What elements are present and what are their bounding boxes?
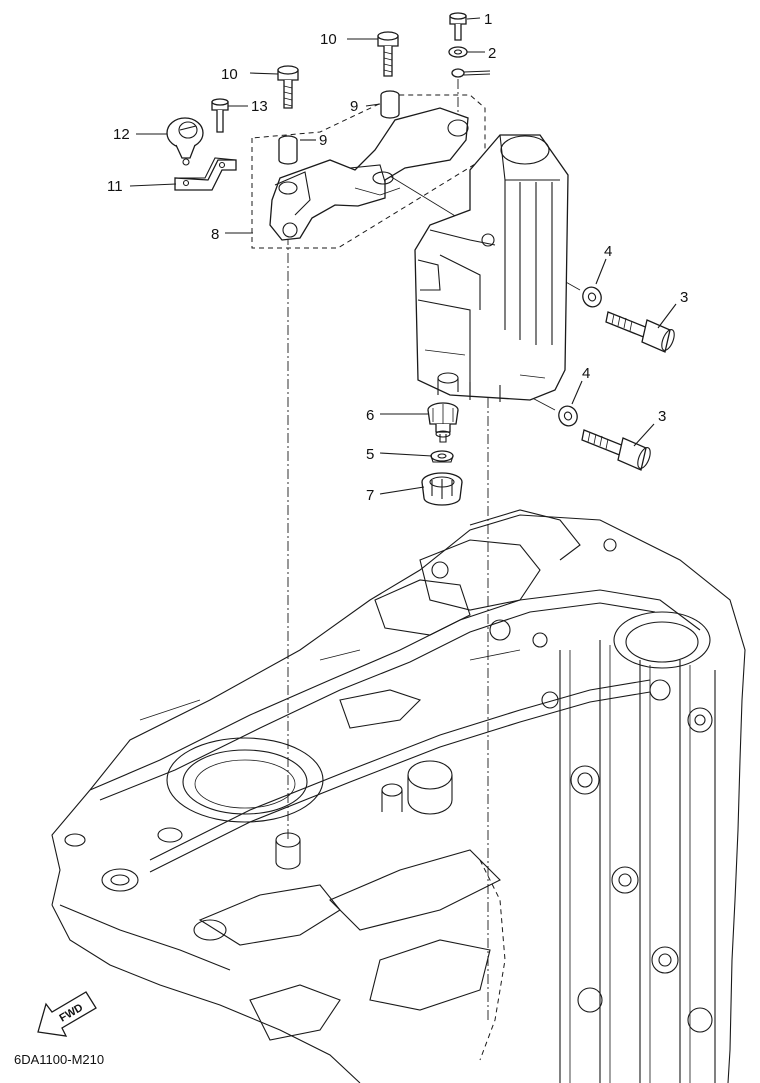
clamp-12 xyxy=(166,117,204,166)
washer-4-lower xyxy=(558,405,578,427)
leader-lines xyxy=(129,17,677,495)
stopper-7 xyxy=(421,472,463,506)
callout-3-upper: 3 xyxy=(680,289,688,306)
washer-4-upper xyxy=(582,286,602,308)
callout-2: 2 xyxy=(488,45,496,62)
collar-9-left xyxy=(278,135,298,165)
callout-5: 5 xyxy=(366,446,374,463)
fwd-direction-indicator: FWD xyxy=(37,991,97,1037)
callout-11: 11 xyxy=(107,178,123,195)
callout-4-upper: 4 xyxy=(604,243,612,260)
callout-labels: 1 2 3 3 4 4 5 6 7 8 9 9 10 10 11 12 13 xyxy=(107,11,688,504)
bolt-10-right xyxy=(377,31,399,77)
spring-5 xyxy=(430,450,454,463)
callout-10-left: 10 xyxy=(221,66,238,83)
bolt-3-upper xyxy=(605,311,675,353)
terminal-wire xyxy=(451,68,491,78)
pinion-6 xyxy=(427,402,459,443)
bolt-13 xyxy=(211,98,229,133)
starter-bracket xyxy=(269,107,469,241)
collar-9-right xyxy=(380,90,400,119)
bolt-1 xyxy=(449,12,467,41)
callout-12: 12 xyxy=(113,126,130,143)
washer-2 xyxy=(448,46,468,58)
plate-11 xyxy=(174,157,237,191)
callout-4-lower: 4 xyxy=(582,365,590,382)
bolt-10-left xyxy=(277,65,299,109)
callout-8: 8 xyxy=(211,226,219,243)
callout-3-lower: 3 xyxy=(658,408,666,425)
callout-6: 6 xyxy=(366,407,374,424)
fwd-arrow-icon xyxy=(37,991,97,1037)
callout-9-left: 9 xyxy=(319,132,327,149)
starter-motor xyxy=(414,134,569,402)
diagram-code: 6DA1100-M210 xyxy=(14,1052,104,1067)
callout-10-right: 10 xyxy=(320,31,337,48)
engine-block xyxy=(51,509,746,1083)
callout-1: 1 xyxy=(484,11,492,28)
bolt-3-lower xyxy=(581,429,651,471)
callout-9-right: 9 xyxy=(350,98,358,115)
callout-13: 13 xyxy=(251,98,268,115)
callout-7: 7 xyxy=(366,487,374,504)
